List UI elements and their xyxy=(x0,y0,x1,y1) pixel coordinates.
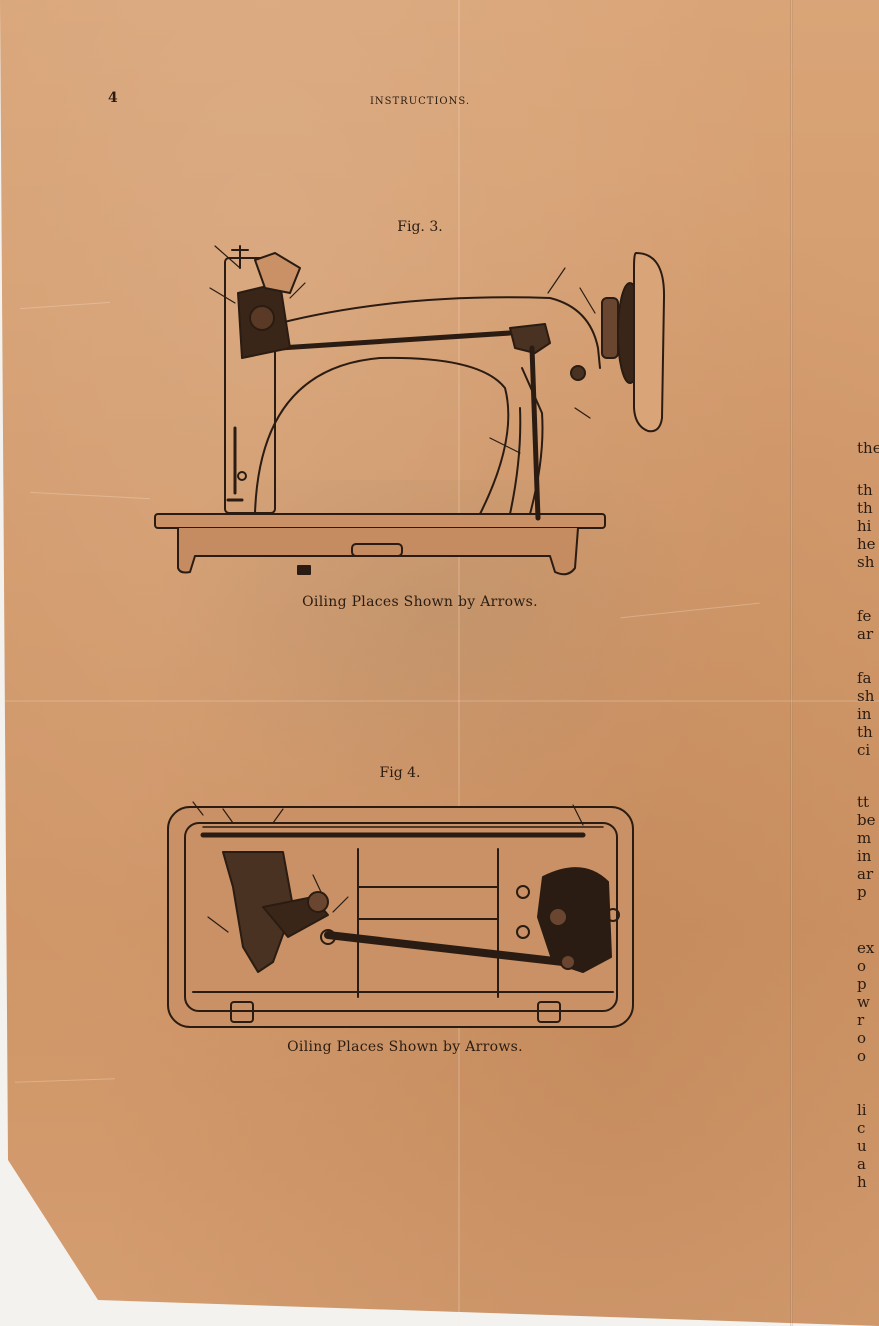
center-crease xyxy=(458,0,460,1326)
fragment-text: in xyxy=(857,705,872,723)
fragment-text: u xyxy=(857,1137,867,1155)
fragment-text: fa xyxy=(857,669,872,687)
fragment-text: p xyxy=(857,975,867,993)
fragment-text: p xyxy=(857,883,867,901)
fragment-text: sh xyxy=(857,553,875,571)
fragment-text: ex xyxy=(857,939,875,957)
fragment-text: fe xyxy=(857,607,872,625)
fragment-text: th xyxy=(857,499,873,517)
fragment-text: sh xyxy=(857,687,875,705)
fragment-text: ci xyxy=(857,741,871,759)
figure-4-label: Fig 4. xyxy=(379,765,421,781)
page-fold xyxy=(790,0,793,1326)
fragment-text: tt xyxy=(857,793,870,811)
fragment-text: li xyxy=(857,1101,867,1119)
fragment-text: r xyxy=(857,1011,865,1029)
figure-4-caption: Oiling Places Shown by Arrows. xyxy=(287,1039,523,1055)
fragment-text: o xyxy=(857,957,867,975)
facing-page-text: the th th hi he sh fe ar fa sh in th ci … xyxy=(857,0,879,1326)
sewing-machine-underside-illustration xyxy=(167,801,634,1028)
fragment-text: o xyxy=(857,1047,867,1065)
fragment-text: w xyxy=(857,993,870,1011)
fragment-text: ar xyxy=(857,625,874,643)
fragment-text: th xyxy=(857,481,873,499)
page-number: 4 xyxy=(108,90,118,106)
fragment-text: m xyxy=(857,829,872,847)
fragment-text: hi xyxy=(857,517,872,535)
figure-3-caption: Oiling Places Shown by Arrows. xyxy=(302,594,538,610)
fragment-text: he xyxy=(857,535,876,553)
fragment-text: th xyxy=(857,723,873,741)
fragment-text: the xyxy=(857,439,879,457)
fragment-text: a xyxy=(857,1155,866,1173)
figure-3-label: Fig. 3. xyxy=(397,219,443,235)
fragment-text: h xyxy=(857,1173,867,1191)
sewing-machine-side-view-illustration xyxy=(154,245,666,576)
fragment-text: be xyxy=(857,811,876,829)
fragment-text: in xyxy=(857,847,872,865)
fragment-text: c xyxy=(857,1119,866,1137)
horizontal-crease xyxy=(0,700,879,702)
fragment-text: o xyxy=(857,1029,867,1047)
running-title: INSTRUCTIONS. xyxy=(369,96,471,107)
fragment-text: ar xyxy=(857,865,874,883)
